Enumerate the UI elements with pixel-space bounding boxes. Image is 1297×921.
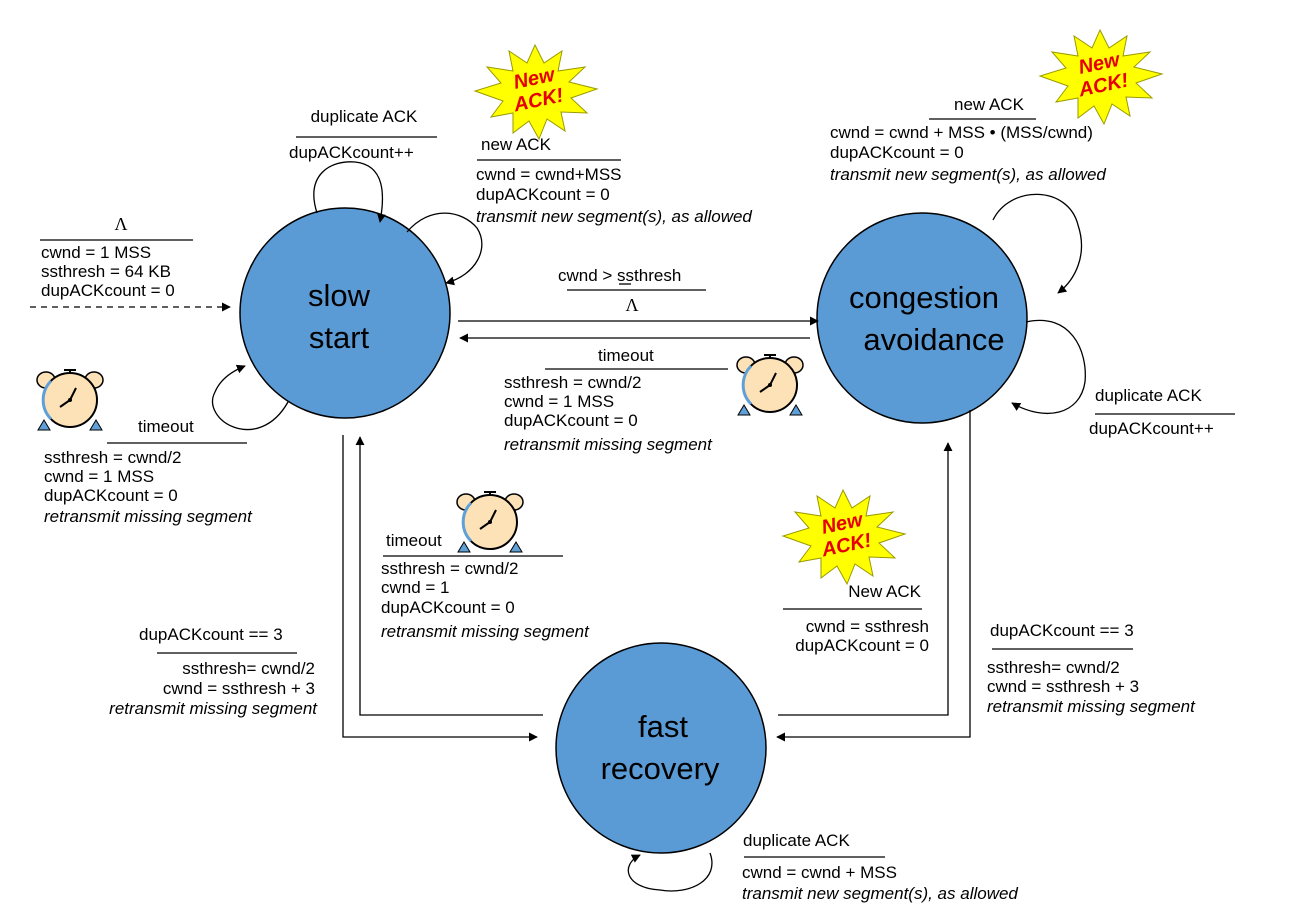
- event-label: duplicate ACK: [311, 107, 418, 126]
- action-line: dupACKcount = 0: [830, 143, 964, 162]
- action-line: cwnd = cwnd + MSS • (MSS/cwnd): [830, 123, 1093, 142]
- event-label: timeout: [598, 346, 654, 365]
- ss-to-fr-arrow: [342, 435, 538, 742]
- action-line: retransmit missing segment: [109, 699, 318, 718]
- transition-fr-to-ca-label: New ACK cwnd = ssthresh dupACKcount = 0: [783, 582, 929, 655]
- transition-fr-timeout-label: timeout ssthresh = cwnd/2 cwnd = 1 dupAC…: [381, 531, 590, 641]
- state-label-line: recovery: [601, 751, 720, 786]
- action-line: ssthresh = cwnd/2: [381, 559, 519, 578]
- transition-ca-dup-label: duplicate ACK dupACKcount++: [1089, 386, 1235, 438]
- action-line: retransmit missing segment: [44, 507, 253, 526]
- fr-to-ca-arrow: [778, 442, 953, 716]
- fr-to-ss-timeout-arrow: [355, 436, 543, 716]
- action-line: ssthresh = cwnd/2: [504, 373, 642, 392]
- event-label: new ACK: [954, 95, 1025, 114]
- action-line: ssthresh= cwnd/2: [182, 659, 315, 678]
- state-label-line: start: [309, 320, 370, 355]
- transition-ss-dup-label: duplicate ACK dupACKcount++: [289, 107, 437, 162]
- event-label: timeout: [386, 531, 442, 550]
- action-line: cwnd = ssthresh: [806, 617, 929, 636]
- new-ack-burst-icon: New ACK!: [474, 44, 598, 140]
- ca-dup-ack-loop: [1011, 319, 1086, 415]
- action-line: dupACKcount = 0: [381, 598, 515, 617]
- transition-ca-new-label: new ACK cwnd = cwnd + MSS • (MSS/cwnd) d…: [830, 95, 1106, 184]
- state-label-line: congestion: [849, 280, 999, 315]
- event-label: New ACK: [848, 582, 921, 601]
- transition-ss-timeout-label: timeout ssthresh = cwnd/2 cwnd = 1 MSS d…: [44, 417, 253, 526]
- event-label: duplicate ACK: [1095, 386, 1202, 405]
- state-label-line: fast: [638, 709, 688, 744]
- event-label: Λ: [114, 214, 127, 234]
- action-line: dupACKcount++: [1089, 419, 1214, 438]
- new-ack-burst-icon: New ACK!: [782, 489, 906, 585]
- action-line: ssthresh= cwnd/2: [987, 658, 1120, 677]
- transition-init-label: Λ cwnd = 1 MSS ssthresh = 64 KB dupACKco…: [40, 214, 193, 300]
- action-line: dupACKcount = 0: [44, 486, 178, 505]
- alarm-clock-icon: [735, 353, 805, 417]
- event-label: timeout: [138, 417, 194, 436]
- action-line: retransmit missing segment: [504, 435, 713, 454]
- event-label: dupACKcount == 3: [990, 621, 1134, 640]
- action-line: dupACKcount++: [289, 143, 414, 162]
- action-line: cwnd = ssthresh + 3: [987, 677, 1139, 696]
- transition-ss-to-ca-label: cwnd > ssthresh Λ: [558, 266, 706, 315]
- ca-to-fr-arrow: [776, 410, 971, 742]
- action-line: cwnd = ssthresh + 3: [163, 679, 315, 698]
- ss-dup-ack-loop: [313, 161, 386, 223]
- transition-ca-to-fr-label: dupACKcount == 3 ssthresh= cwnd/2 cwnd =…: [987, 621, 1196, 716]
- action-line: transmit new segment(s), as allowed: [476, 207, 752, 226]
- action-line: ssthresh = cwnd/2: [44, 448, 182, 467]
- new-ack-burst-icon: New ACK!: [1039, 29, 1163, 125]
- ss-timeout-loop: [212, 364, 289, 431]
- action-line: dupACKcount = 0: [504, 411, 638, 430]
- ca-new-ack-loop: [992, 193, 1083, 294]
- transition-ss-new-label: new ACK cwnd = cwnd+MSS dupACKcount = 0 …: [476, 135, 752, 226]
- action-line: Λ: [625, 295, 638, 315]
- state-congestion-avoidance: congestion avoidance: [816, 212, 1028, 424]
- action-line: cwnd = 1: [381, 578, 450, 597]
- ss-new-ack-loop: [406, 212, 483, 286]
- alarm-clock-icon: [35, 368, 105, 432]
- state-slow-start: slow start: [239, 207, 451, 419]
- event-label: dupACKcount == 3: [139, 625, 283, 644]
- action-line: dupACKcount = 0: [41, 281, 175, 300]
- alarm-clock-icon: [455, 490, 525, 554]
- fr-dup-ack-loop: [627, 852, 713, 892]
- action-line: cwnd = 1 MSS: [504, 392, 614, 411]
- action-line: transmit new segment(s), as allowed: [742, 884, 1018, 903]
- state-label-line: slow: [308, 278, 371, 313]
- action-line: cwnd = 1 MSS: [41, 243, 151, 262]
- event-label: new ACK: [481, 135, 552, 154]
- event-label: duplicate ACK: [743, 831, 850, 850]
- action-line: retransmit missing segment: [987, 697, 1196, 716]
- action-line: retransmit missing segment: [381, 622, 590, 641]
- state-fast-recovery: fast recovery: [555, 642, 767, 854]
- event-label: cwnd > ssthresh: [558, 266, 681, 285]
- transition-ca-timeout-label: timeout ssthresh = cwnd/2 cwnd = 1 MSS d…: [504, 346, 728, 454]
- transition-fr-dup-label: duplicate ACK cwnd = cwnd + MSS transmit…: [742, 831, 1018, 903]
- action-line: cwnd = 1 MSS: [44, 467, 154, 486]
- action-line: cwnd = cwnd+MSS: [476, 165, 622, 184]
- state-label-line: avoidance: [863, 322, 1004, 357]
- action-line: dupACKcount = 0: [795, 636, 929, 655]
- transition-ss-to-fr-label: dupACKcount == 3 ssthresh= cwnd/2 cwnd =…: [109, 625, 318, 718]
- action-line: cwnd = cwnd + MSS: [742, 863, 897, 882]
- action-line: dupACKcount = 0: [476, 185, 610, 204]
- action-line: ssthresh = 64 KB: [41, 262, 171, 281]
- action-line: transmit new segment(s), as allowed: [830, 165, 1106, 184]
